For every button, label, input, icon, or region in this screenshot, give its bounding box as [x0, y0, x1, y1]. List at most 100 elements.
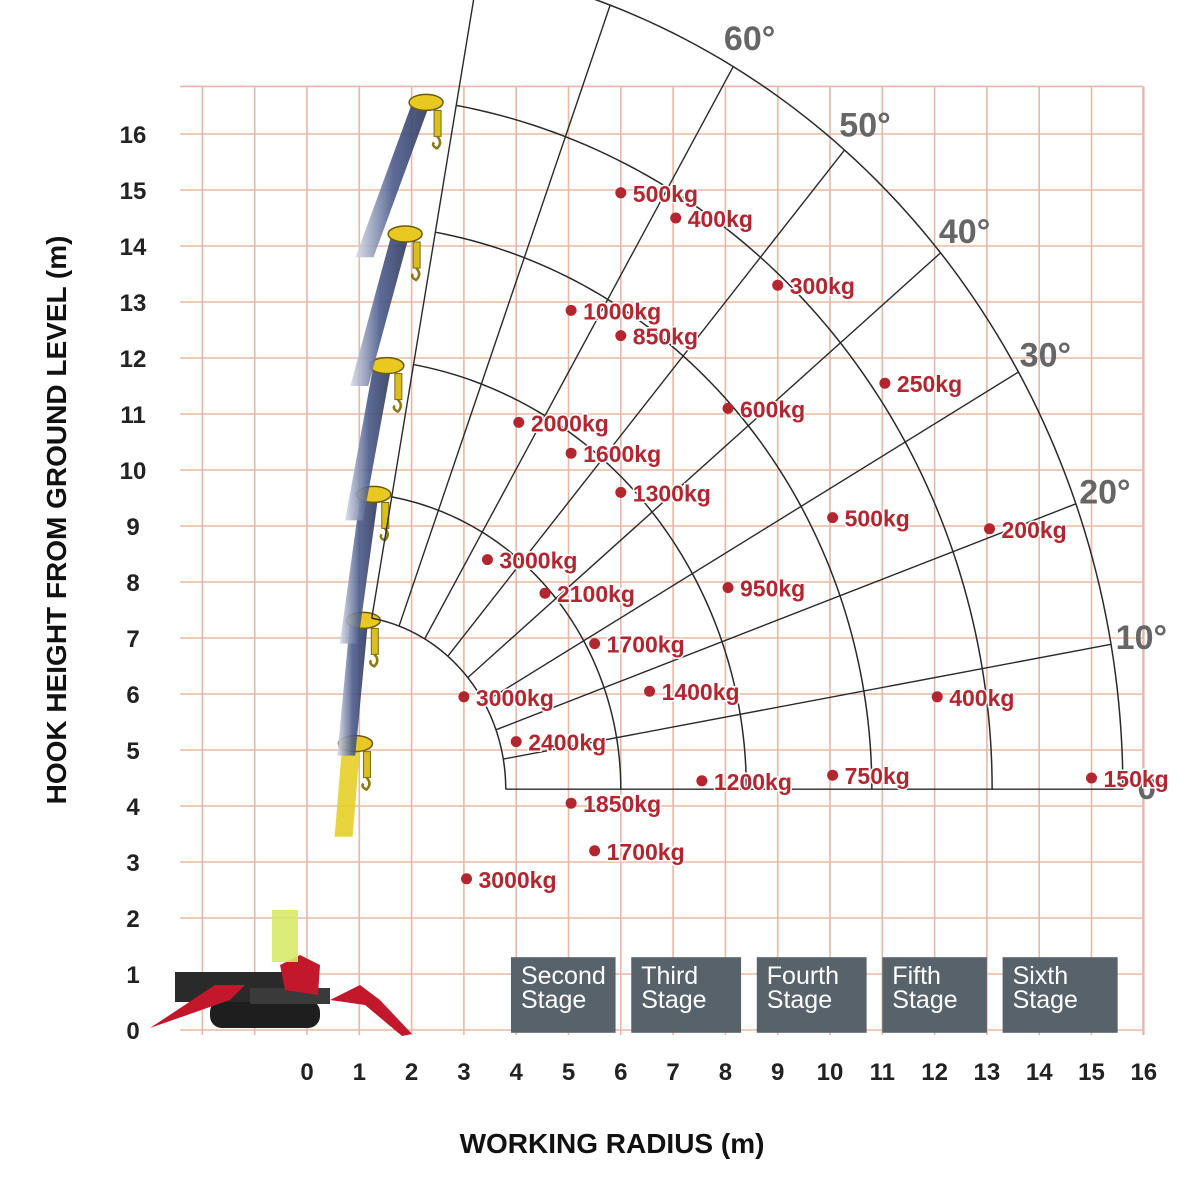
boom-segment: [350, 232, 411, 386]
boom-head: [387, 225, 423, 243]
stage-label-line1: Sixth: [1013, 962, 1069, 990]
load-label: 3000kg: [499, 548, 577, 574]
angle-line: [398, 4, 611, 627]
y-tick-label: 0: [126, 1018, 139, 1045]
x-tick-label: 16: [1130, 1059, 1157, 1086]
load-point: [481, 554, 493, 566]
load-point: [772, 279, 784, 291]
load-point: [722, 582, 734, 594]
stage-boxes: SecondStageThirdStageFourthStageFifthSta…: [510, 957, 1118, 1033]
angle-label: 60°: [724, 20, 775, 58]
hook: [410, 267, 421, 282]
load-label: 300kg: [790, 273, 855, 299]
boom-segment: [345, 363, 392, 521]
boom-illustrations: [334, 93, 444, 837]
load-label: 400kg: [688, 206, 753, 232]
load-point: [615, 187, 627, 199]
boom-segment: [355, 100, 432, 258]
stage-box: [510, 957, 616, 1033]
boom-length-arcs: [371, 0, 1124, 790]
load-point: [461, 873, 473, 885]
angle-line: [447, 149, 846, 657]
x-tick-label: 2: [405, 1059, 418, 1086]
crane-mast: [280, 955, 320, 995]
hook: [431, 135, 442, 150]
x-tick-label: 12: [921, 1059, 948, 1086]
hook-block: [394, 373, 403, 401]
y-tick-label: 9: [126, 514, 139, 541]
y-tick-label: 2: [126, 906, 139, 933]
load-label: 2100kg: [557, 581, 635, 607]
stage-box: [756, 957, 867, 1033]
y-tick-label: 14: [120, 234, 147, 261]
x-tick-label: 0: [300, 1059, 313, 1086]
load-point: [722, 402, 734, 414]
hook-block: [370, 627, 379, 655]
boom-segment: [339, 492, 379, 644]
hook: [369, 653, 379, 668]
y-tick-label: 6: [126, 682, 139, 709]
load-point: [513, 416, 525, 428]
load-point: [589, 638, 601, 650]
y-tick-label: 13: [120, 290, 147, 317]
load-point: [984, 523, 996, 535]
y-tick-label: 5: [126, 738, 139, 765]
load-label: 2000kg: [531, 410, 609, 436]
boom-length-arc: [594, 0, 1124, 790]
load-label: 1300kg: [633, 480, 711, 506]
load-point: [615, 486, 627, 498]
boom-length-arc: [391, 496, 622, 790]
y-tick-label: 7: [126, 626, 139, 653]
hook-block: [412, 241, 421, 269]
load-label: 1600kg: [583, 441, 661, 467]
x-tick-label: 7: [666, 1059, 679, 1086]
load-label: 250kg: [897, 371, 962, 397]
y-axis-title: HOOK HEIGHT FROM GROUND LEVEL (m): [41, 236, 72, 805]
stage-box: [1002, 957, 1118, 1033]
stage-label-line1: Fifth: [892, 962, 941, 990]
load-label: 950kg: [740, 576, 805, 602]
x-axis-title: WORKING RADIUS (m): [460, 1128, 765, 1159]
stage-label-line2: Stage: [641, 986, 706, 1014]
angle-lines: 0°10°20°30°40°50°60°70°80°: [371, 0, 1170, 807]
load-label: 150kg: [1104, 766, 1169, 792]
x-tick-label: 6: [614, 1059, 627, 1086]
load-point: [644, 685, 656, 697]
angle-line: [467, 252, 942, 679]
load-point: [696, 775, 708, 787]
load-label: 200kg: [1002, 517, 1067, 543]
stage-label-line1: Fourth: [767, 962, 839, 990]
boom-length-arc: [456, 104, 993, 790]
angle-line: [424, 66, 734, 640]
angle-label: 20°: [1079, 473, 1130, 511]
x-tick-label: 9: [771, 1059, 784, 1086]
load-label: 1850kg: [583, 791, 661, 817]
load-label: 850kg: [633, 324, 698, 350]
angle-line: [495, 503, 1077, 731]
load-point: [1086, 772, 1097, 784]
hook: [392, 398, 403, 414]
stage-box: [882, 957, 987, 1033]
load-point: [458, 691, 470, 703]
load-label: 1700kg: [607, 632, 685, 658]
x-tick-label: 3: [457, 1059, 470, 1086]
boom-length-arc: [371, 617, 507, 790]
load-label: 1000kg: [583, 298, 661, 324]
crane-outrigger-left: [150, 985, 245, 1028]
y-tick-label: 16: [120, 122, 147, 149]
load-point: [615, 330, 627, 342]
y-tick-label: 4: [126, 794, 140, 821]
hook-block: [433, 109, 442, 137]
boom-head: [408, 93, 444, 112]
y-tick-label: 10: [120, 458, 147, 485]
crane-boom-base: [272, 910, 298, 962]
x-tick-label: 13: [974, 1059, 1001, 1086]
y-tick-label: 15: [120, 178, 147, 205]
crane-illustration: [150, 910, 412, 1036]
load-point: [879, 377, 891, 389]
angle-label: 30°: [1020, 337, 1071, 375]
load-point: [827, 769, 839, 781]
load-label: 1400kg: [662, 679, 740, 705]
